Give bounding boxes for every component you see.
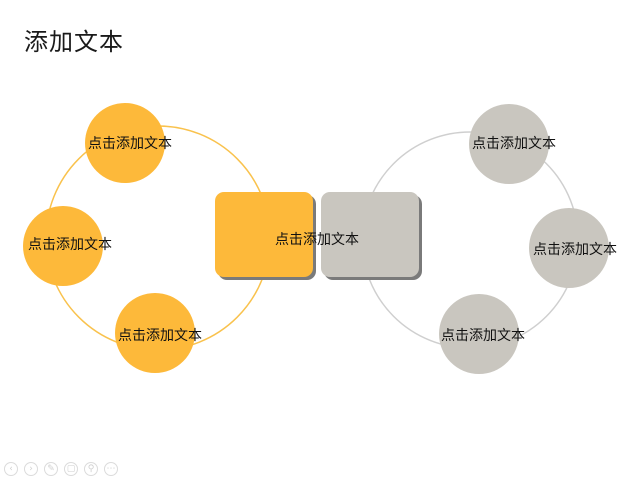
left-node-top (85, 103, 165, 183)
right-node-bottom-label[interactable]: 点击添加文本 (441, 328, 525, 344)
left-node-bottom (115, 293, 195, 373)
slideshow-nav: ‹ › ✎ ▢ ⚲ ⋯ (4, 462, 118, 480)
zoom-icon[interactable]: ⚲ (84, 462, 98, 476)
center-right-square (321, 192, 419, 277)
slides-icon[interactable]: ▢ (64, 462, 78, 476)
right-node-middle (529, 208, 609, 288)
next-icon[interactable]: › (24, 462, 38, 476)
more-icon[interactable]: ⋯ (104, 462, 118, 476)
prev-icon[interactable]: ‹ (4, 462, 18, 476)
right-node-top-label[interactable]: 点击添加文本 (472, 136, 556, 152)
right-node-middle-label[interactable]: 点击添加文本 (533, 242, 617, 258)
left-node-bottom-label[interactable]: 点击添加文本 (118, 328, 202, 344)
left-node-middle-label[interactable]: 点击添加文本 (28, 237, 112, 253)
left-node-middle (23, 206, 103, 286)
right-node-bottom (439, 294, 519, 374)
pen-icon[interactable]: ✎ (44, 462, 58, 476)
center-left-square (215, 192, 313, 277)
center-label[interactable]: 点击添加文本 (275, 232, 359, 248)
left-node-top-label[interactable]: 点击添加文本 (88, 136, 172, 152)
right-node-top (469, 104, 549, 184)
slide-title: 添加文本 (24, 28, 124, 56)
